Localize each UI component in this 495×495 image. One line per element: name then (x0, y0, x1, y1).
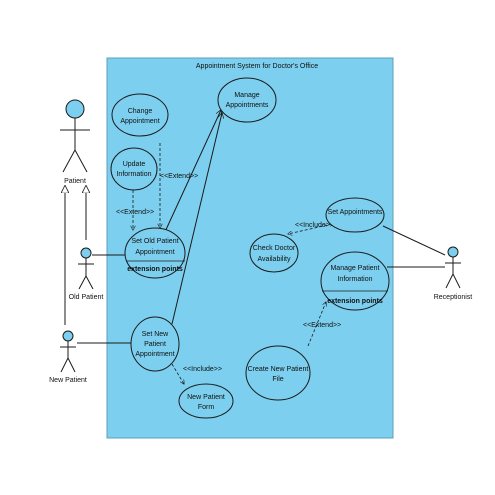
system-title: Appointment System for Doctor's Office (196, 63, 318, 70)
svg-text:Availability: Availability (258, 256, 291, 263)
assoc-receptionist-set-appointments (382, 225, 446, 256)
svg-text:Manage: Manage (234, 92, 259, 99)
extend-label-1: <<Extend>> (160, 173, 198, 180)
include-new-patient-form (171, 363, 184, 384)
usecase-manage-patient-information: Manage Patient Information extension poi… (320, 251, 390, 311)
svg-text:extension points: extension points (327, 298, 383, 305)
svg-text:Create New Patient: Create New Patient (248, 366, 309, 373)
svg-text:Set New: Set New (142, 331, 169, 338)
svg-text:Appointment: Appointment (135, 351, 174, 358)
svg-text:extension points: extension points (127, 266, 183, 273)
usecase-new-patient-form: New Patient Form (178, 383, 234, 419)
svg-text:Information: Information (116, 171, 151, 178)
actor-receptionist: Receptionist (434, 246, 473, 301)
extend-create-patient-file (307, 302, 326, 347)
include-label-2: <<Include>> (183, 366, 222, 373)
usecase-change-appointment: Change Appointment (111, 93, 169, 137)
actor-new-patient: New Patient (49, 330, 87, 384)
actor-patient-label: Patient (64, 178, 86, 185)
svg-text:Appointment: Appointment (135, 249, 174, 256)
svg-text:Appointment: Appointment (120, 118, 159, 125)
usecase-update-information: Update Information (110, 147, 158, 191)
svg-text:Set Old Patient: Set Old Patient (131, 238, 178, 245)
svg-text:Set Appointments: Set Appointments (328, 209, 383, 216)
usecase-create-new-patient-file: Create New Patient File (245, 345, 311, 401)
svg-text:Manage Patient: Manage Patient (330, 265, 379, 272)
actor-old-patient-label: Old Patient (69, 294, 104, 301)
svg-text:Form: Form (198, 404, 215, 411)
svg-text:Update: Update (123, 161, 146, 168)
usecase-manage-appointments: Manage Appointments (217, 77, 277, 123)
extend-label-2: <<Extend>> (116, 209, 154, 216)
actor-new-patient-label: New Patient (49, 377, 87, 384)
svg-text:Change: Change (128, 108, 153, 115)
actor-old-patient: Old Patient (69, 247, 104, 301)
usecase-set-old-patient-appointment: Set Old Patient Appointment extension po… (124, 227, 186, 279)
usecase-set-new-patient-appointment: Set New Patient Appointment (130, 316, 180, 372)
include-check-availability (288, 223, 333, 234)
usecase-set-appointments: Set Appointments (325, 197, 385, 233)
usecase-check-doctor-availability: Check Doctor Availability (249, 233, 299, 273)
svg-text:Appointments: Appointments (226, 102, 269, 109)
svg-text:New Patient: New Patient (187, 394, 225, 401)
svg-text:Information: Information (337, 276, 372, 283)
svg-text:File: File (272, 376, 283, 383)
actor-patient: Patient (60, 99, 90, 185)
assoc-old-appt-to-manage (163, 110, 221, 235)
actor-receptionist-label: Receptionist (434, 294, 473, 301)
include-label-1: <<Include>> (295, 222, 334, 229)
svg-text:Patient: Patient (144, 341, 166, 348)
assoc-new-appt-to-manage (171, 113, 222, 325)
extend-label-3: <<Extend>> (303, 322, 341, 329)
svg-text:Check Doctor: Check Doctor (253, 245, 296, 252)
